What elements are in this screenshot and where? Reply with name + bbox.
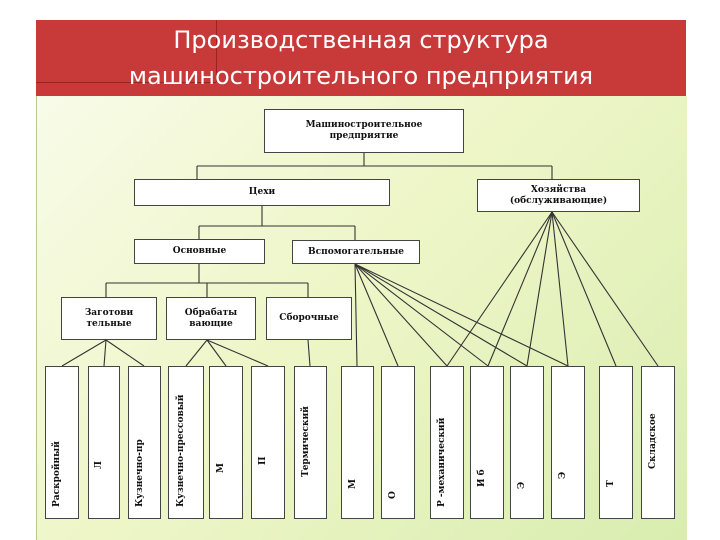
shop-column-label: Л: [94, 461, 104, 469]
shop-column: И б: [470, 366, 504, 519]
assembly-box: Сборочные: [266, 297, 352, 340]
shop-column-label: Э: [558, 471, 568, 479]
banner-divider: [36, 82, 216, 83]
shop-column-label: Термический: [300, 406, 311, 477]
households-label: Хозяйства (обслуживающие): [509, 184, 608, 206]
shop-column-label: П: [258, 456, 268, 466]
shop-column: Кузнечно-прессовый: [168, 366, 204, 519]
shop-column: Т: [599, 366, 633, 519]
shop-column-label: Кузнечно-пр: [134, 439, 145, 507]
title-banner: Производственная структура машиностроите…: [36, 20, 686, 96]
assembly-label: Сборочные: [279, 313, 339, 323]
main-label: Основные: [172, 246, 227, 256]
shop-column: М: [209, 366, 243, 519]
shop-column-label: Т: [606, 480, 616, 487]
shop-column: П: [251, 366, 285, 519]
processing-label: Обрабаты вающие: [184, 307, 238, 329]
procurement-label: Заготови тельные: [84, 307, 134, 329]
households-box: Хозяйства (обслуживающие): [477, 179, 640, 212]
shop-column: Р -механический: [430, 366, 464, 519]
shop-column-label: М: [347, 479, 358, 489]
shop-column-label: Раскройный: [52, 441, 62, 507]
shop-column-label: О: [388, 491, 398, 499]
auxiliary-label: Вспомогательные: [308, 246, 404, 257]
shop-column-label: Складское: [648, 413, 658, 469]
shop-column: Складское: [641, 366, 675, 519]
root-label: Машиностроительное предприятие: [305, 120, 423, 141]
shop-column: Л: [88, 366, 120, 519]
shop-column-label: Э: [517, 481, 527, 489]
shop-column-label: Р -механический: [437, 417, 447, 507]
root-box: Машиностроительное предприятие: [264, 109, 464, 153]
banner-divider: [216, 20, 217, 82]
shop-column: Раскройный: [45, 366, 79, 519]
shop-column: М: [341, 366, 374, 519]
shops-box: Цехи: [134, 179, 390, 206]
shop-column: Э: [510, 366, 544, 519]
shop-column: Э: [551, 366, 585, 519]
shop-column: Термический: [294, 366, 327, 519]
page-title: машиностроительного предприятия: [128, 62, 594, 90]
procurement-box: Заготови тельные: [61, 297, 157, 340]
page-title: Производственная структура: [173, 26, 549, 54]
shop-column-label: Кузнечно-прессовый: [176, 394, 186, 507]
shop-column-label: И б: [477, 469, 487, 487]
shop-column: Кузнечно-пр: [128, 366, 161, 519]
shop-column-label: М: [216, 463, 226, 473]
main-box: Основные: [134, 239, 265, 264]
shops-label: Цехи: [248, 187, 276, 197]
auxiliary-box: Вспомогательные: [292, 240, 420, 264]
shop-column: О: [381, 366, 415, 519]
processing-box: Обрабаты вающие: [166, 297, 256, 340]
